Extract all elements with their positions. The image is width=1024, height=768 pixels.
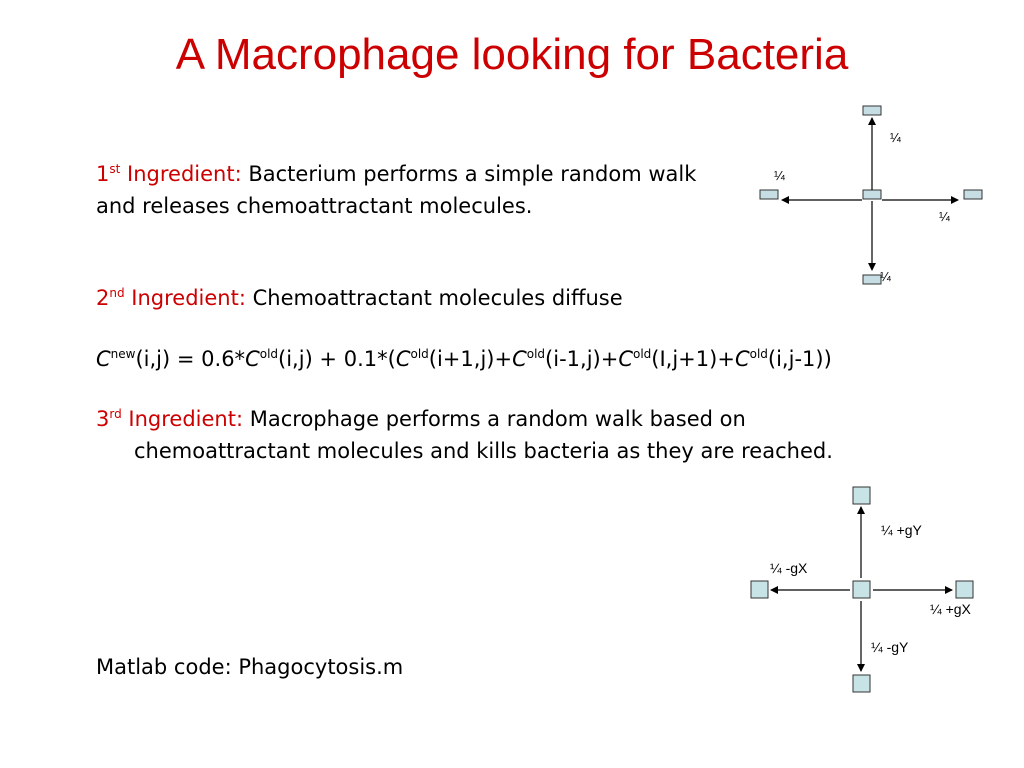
eq-c-new: C	[96, 347, 111, 371]
label-up: ¼	[890, 130, 901, 145]
cell-center	[852, 580, 871, 599]
ingredient-3-label: Ingredient:	[128, 407, 244, 431]
ingredient-1-sup: st	[109, 162, 121, 176]
cell-up	[862, 105, 882, 116]
cell-right	[955, 580, 974, 599]
eq-sup-old-2: old	[410, 347, 429, 361]
ingredient-3-line-1: 3rd Ingredient: Macrophage performs a ra…	[96, 403, 833, 435]
cell-right	[963, 189, 983, 200]
label-right: ¼ +gX	[930, 601, 972, 617]
equation: Cnew(i,j) = 0.6*Cold(i,j) + 0.1*(Cold(i+…	[96, 343, 832, 375]
random-walk-diagram: ¼ ¼ ¼ ¼	[759, 105, 983, 285]
eq-sup-old-5: old	[749, 347, 768, 361]
ingredient-3-num: 3	[96, 407, 110, 431]
eq-part-3: (i+1,j)+	[428, 347, 513, 371]
eq-sup-new: new	[110, 347, 136, 361]
ingredient-1: 1st Ingredient: Bacterium performs a sim…	[96, 158, 696, 222]
cell-left	[750, 580, 769, 599]
eq-c-old-3: C	[512, 347, 527, 371]
ingredient-1-line-2: and releases chemoattractant molecules.	[96, 194, 533, 218]
cell-down	[862, 274, 882, 285]
eq-sup-old-4: old	[632, 347, 652, 361]
ingredient-2-num: 2	[96, 286, 110, 310]
ingredient-3-text: Macrophage performs a random walk based …	[249, 407, 746, 431]
ingredient-3: 3rd Ingredient: Macrophage performs a ra…	[96, 403, 833, 467]
ingredient-1-text: Bacterium performs a simple random walk	[248, 162, 697, 186]
eq-part-1: (i,j) = 0.6*	[135, 347, 246, 371]
ingredient-2: 2nd Ingredient: Chemoattractant molecule…	[96, 282, 623, 314]
cell-left	[759, 189, 779, 200]
eq-part-5: (I,j+1)+	[651, 347, 735, 371]
ingredient-3-sup: rd	[109, 407, 122, 421]
eq-c-old-5: C	[734, 347, 750, 371]
cell-up	[852, 486, 871, 505]
ingredient-2-text: Chemoattractant molecules diffuse	[252, 286, 623, 310]
eq-part-2: (i,j) + 0.1*(	[278, 347, 396, 371]
label-down: ¼ -gY	[871, 639, 909, 655]
matlab-note: Matlab code: Phagocytosis.m	[96, 655, 404, 679]
ingredient-3-line-2: chemoattractant molecules and kills bact…	[134, 439, 833, 463]
eq-c-old-4: C	[618, 347, 633, 371]
cell-down	[852, 674, 871, 693]
eq-sup-old-3: old	[526, 347, 546, 361]
ingredient-1-label: Ingredient:	[127, 162, 242, 186]
eq-sup-old-1: old	[259, 347, 279, 361]
eq-c-old-2: C	[395, 347, 411, 371]
biased-walk-diagram: ¼ +gY ¼ -gX ¼ +gX ¼ -gY	[750, 486, 974, 693]
ingredient-1-num: 1	[96, 162, 110, 186]
cell-center	[862, 189, 882, 200]
label-up: ¼ +gY	[881, 522, 923, 538]
eq-part-4: (i-1,j)+	[545, 347, 619, 371]
ingredient-2-label: Ingredient:	[131, 286, 246, 310]
label-left: ¼ -gX	[770, 560, 808, 576]
ingredient-1-line-1: 1st Ingredient: Bacterium performs a sim…	[96, 158, 696, 190]
eq-c-old-1: C	[245, 347, 260, 371]
slide-title: A Macrophage looking for Bacteria	[175, 30, 849, 79]
eq-part-6: (i,j-1))	[767, 347, 832, 371]
label-down: ¼	[880, 269, 891, 284]
ingredient-2-sup: nd	[109, 286, 125, 300]
label-left: ¼	[774, 168, 785, 183]
label-right: ¼	[939, 209, 950, 224]
